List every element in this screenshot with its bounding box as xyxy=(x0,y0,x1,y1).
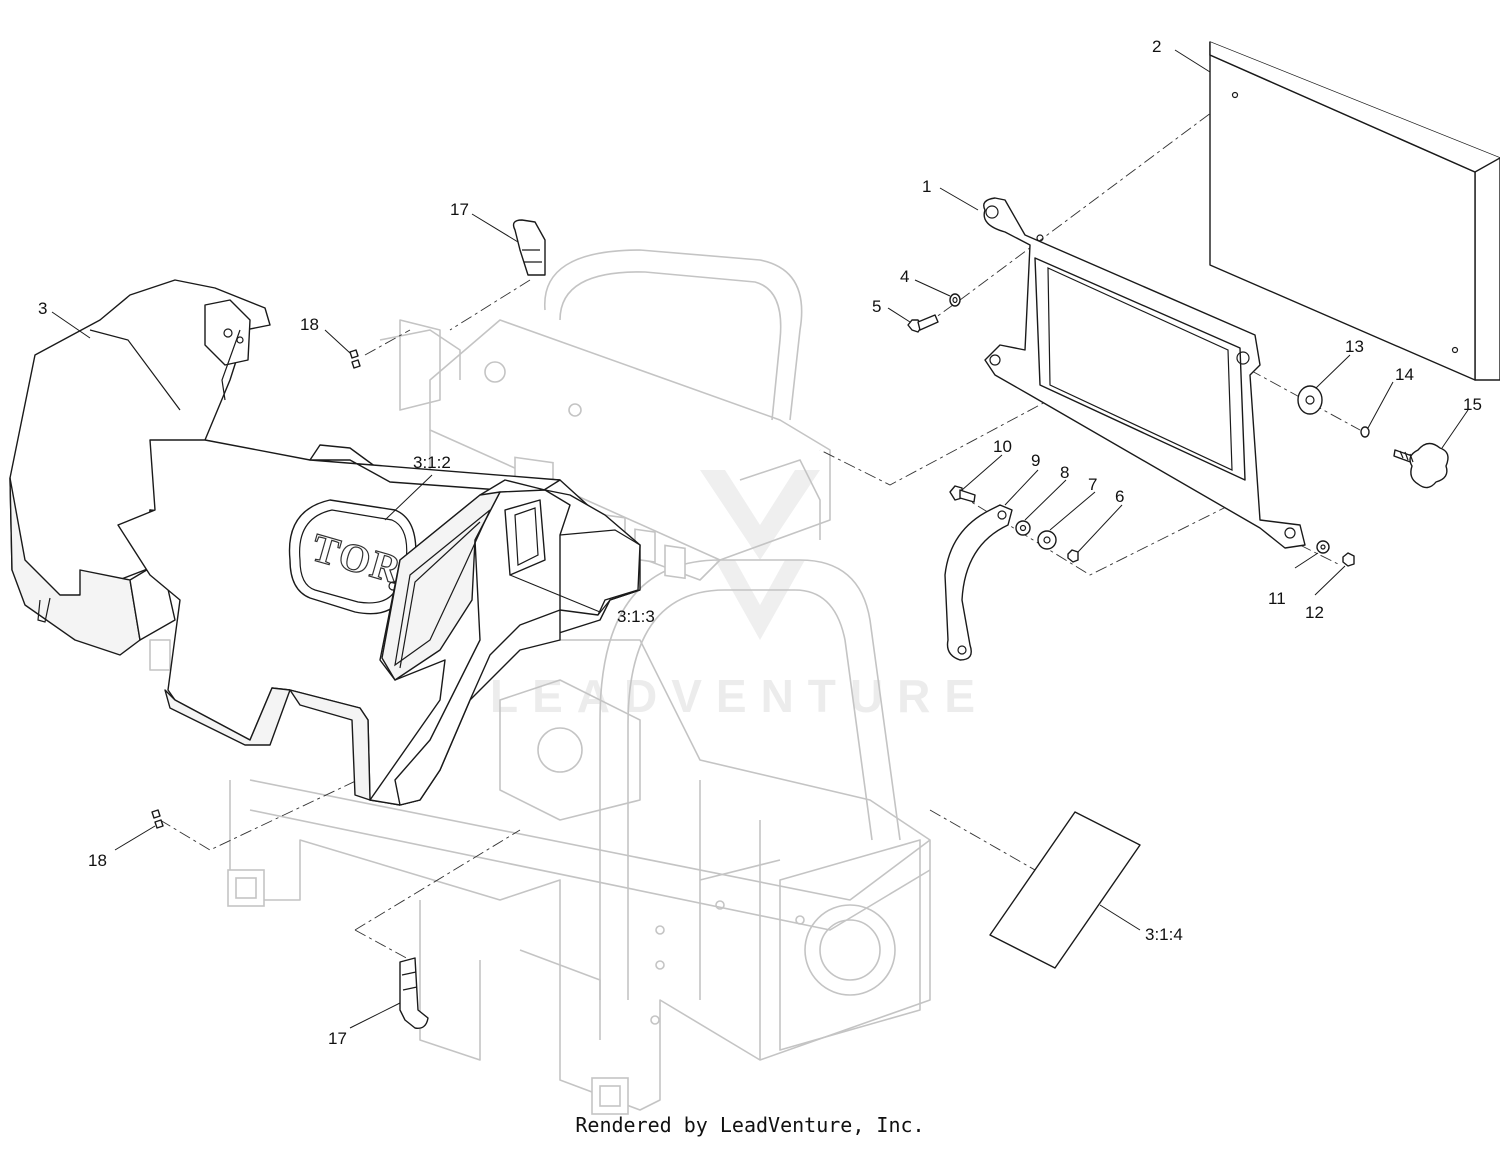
callout-313: 3:1:3 xyxy=(617,607,655,626)
part-12-nut xyxy=(1342,552,1355,567)
part-4-washer xyxy=(949,293,961,307)
part-5-bolt xyxy=(907,314,939,333)
leader-lines xyxy=(51,49,1469,1029)
part-8-washer xyxy=(1015,520,1031,536)
callout-17-bottom: 17 xyxy=(328,1029,347,1048)
part-6-nut xyxy=(1067,549,1079,563)
callout-7: 7 xyxy=(1088,475,1097,494)
part-1-bracket xyxy=(983,197,1306,549)
watermark-logo xyxy=(700,470,820,640)
callout-5: 5 xyxy=(872,297,881,316)
part-9-hinge-arm xyxy=(944,504,1013,661)
callout-3: 3 xyxy=(38,299,47,318)
callout-13: 13 xyxy=(1345,337,1364,356)
callout-17-top: 17 xyxy=(450,200,469,219)
callout-10: 10 xyxy=(993,437,1012,456)
part-313-fender-cover xyxy=(369,479,641,806)
part-14-lock-washer xyxy=(1360,426,1370,438)
part-13-large-washer xyxy=(1297,385,1323,415)
callout-15: 15 xyxy=(1463,395,1482,414)
watermark-text: LEADVENTURE xyxy=(490,670,989,722)
callout-4: 4 xyxy=(900,267,909,286)
callout-2: 2 xyxy=(1152,37,1161,56)
callout-6: 6 xyxy=(1115,487,1124,506)
part-18-screw-top xyxy=(349,349,361,369)
part-10-shoulder-bolt xyxy=(949,485,976,503)
part-15-knob xyxy=(1393,442,1449,489)
part-314-decal xyxy=(989,811,1141,969)
part-17-latch-top xyxy=(512,219,546,276)
callout-11: 11 xyxy=(1268,589,1286,608)
part-312-center-hood: TORO xyxy=(117,439,641,806)
callout-labels: 2 1 4 5 6 7 8 9 10 11 12 13 14 15 17 17 … xyxy=(38,37,1482,1048)
part-11-washer xyxy=(1316,540,1330,554)
part-18-screw-bottom xyxy=(151,809,164,829)
part-7-washer xyxy=(1037,530,1057,550)
callout-312: 3:1:2 xyxy=(413,453,451,472)
callout-14: 14 xyxy=(1395,365,1414,384)
callout-9: 9 xyxy=(1031,451,1040,470)
callout-1: 1 xyxy=(922,177,931,196)
callout-18-top: 18 xyxy=(300,315,319,334)
footer-credit: Rendered by LeadVenture, Inc. xyxy=(575,1113,925,1137)
machine-frame xyxy=(149,249,931,1115)
part-2-cushion-pad xyxy=(1209,41,1500,381)
callout-18-bottom: 18 xyxy=(88,851,107,870)
callout-314: 3:1:4 xyxy=(1145,925,1183,944)
part-17-latch-bottom xyxy=(399,957,429,1029)
callout-8: 8 xyxy=(1060,463,1069,482)
callout-12: 12 xyxy=(1305,603,1324,622)
